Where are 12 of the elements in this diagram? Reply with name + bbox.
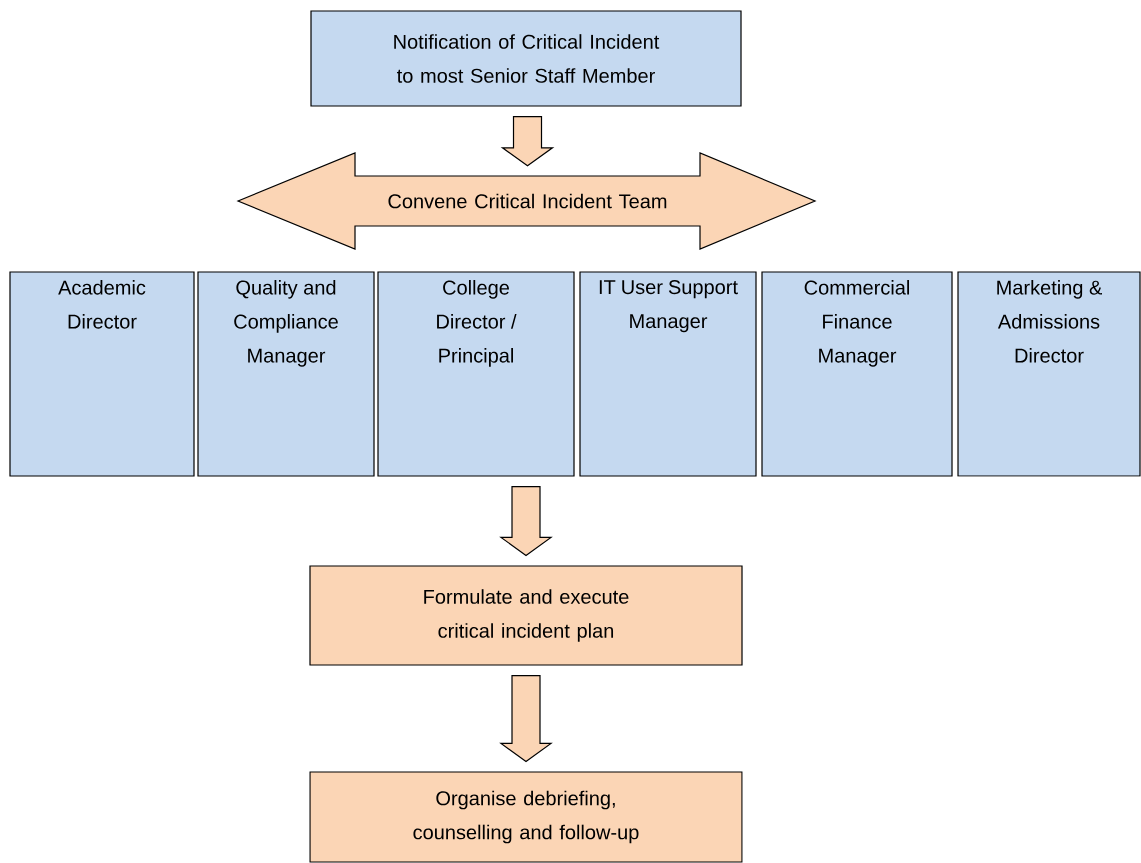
process-box: Notification of Critical Incident to most Senior Staff Member xyxy=(310,10,742,107)
role-box: Academic Director xyxy=(9,271,195,477)
role-box: Quality and Compliance Manager xyxy=(197,271,375,477)
block-arrow xyxy=(500,116,555,167)
role-box: Commercial Finance Manager xyxy=(761,271,953,477)
process-box: Organise debriefing, counselling and follow-up xyxy=(309,771,743,863)
block-arrow xyxy=(499,675,553,763)
role-box: Marketing & Admissions Director xyxy=(957,271,1141,477)
role-box: College Director / Principal xyxy=(377,271,575,477)
process-box: Formulate and execute critical incident plan xyxy=(309,565,743,666)
role-box: IT User Support Manager xyxy=(579,271,757,477)
block-arrow xyxy=(499,486,553,557)
